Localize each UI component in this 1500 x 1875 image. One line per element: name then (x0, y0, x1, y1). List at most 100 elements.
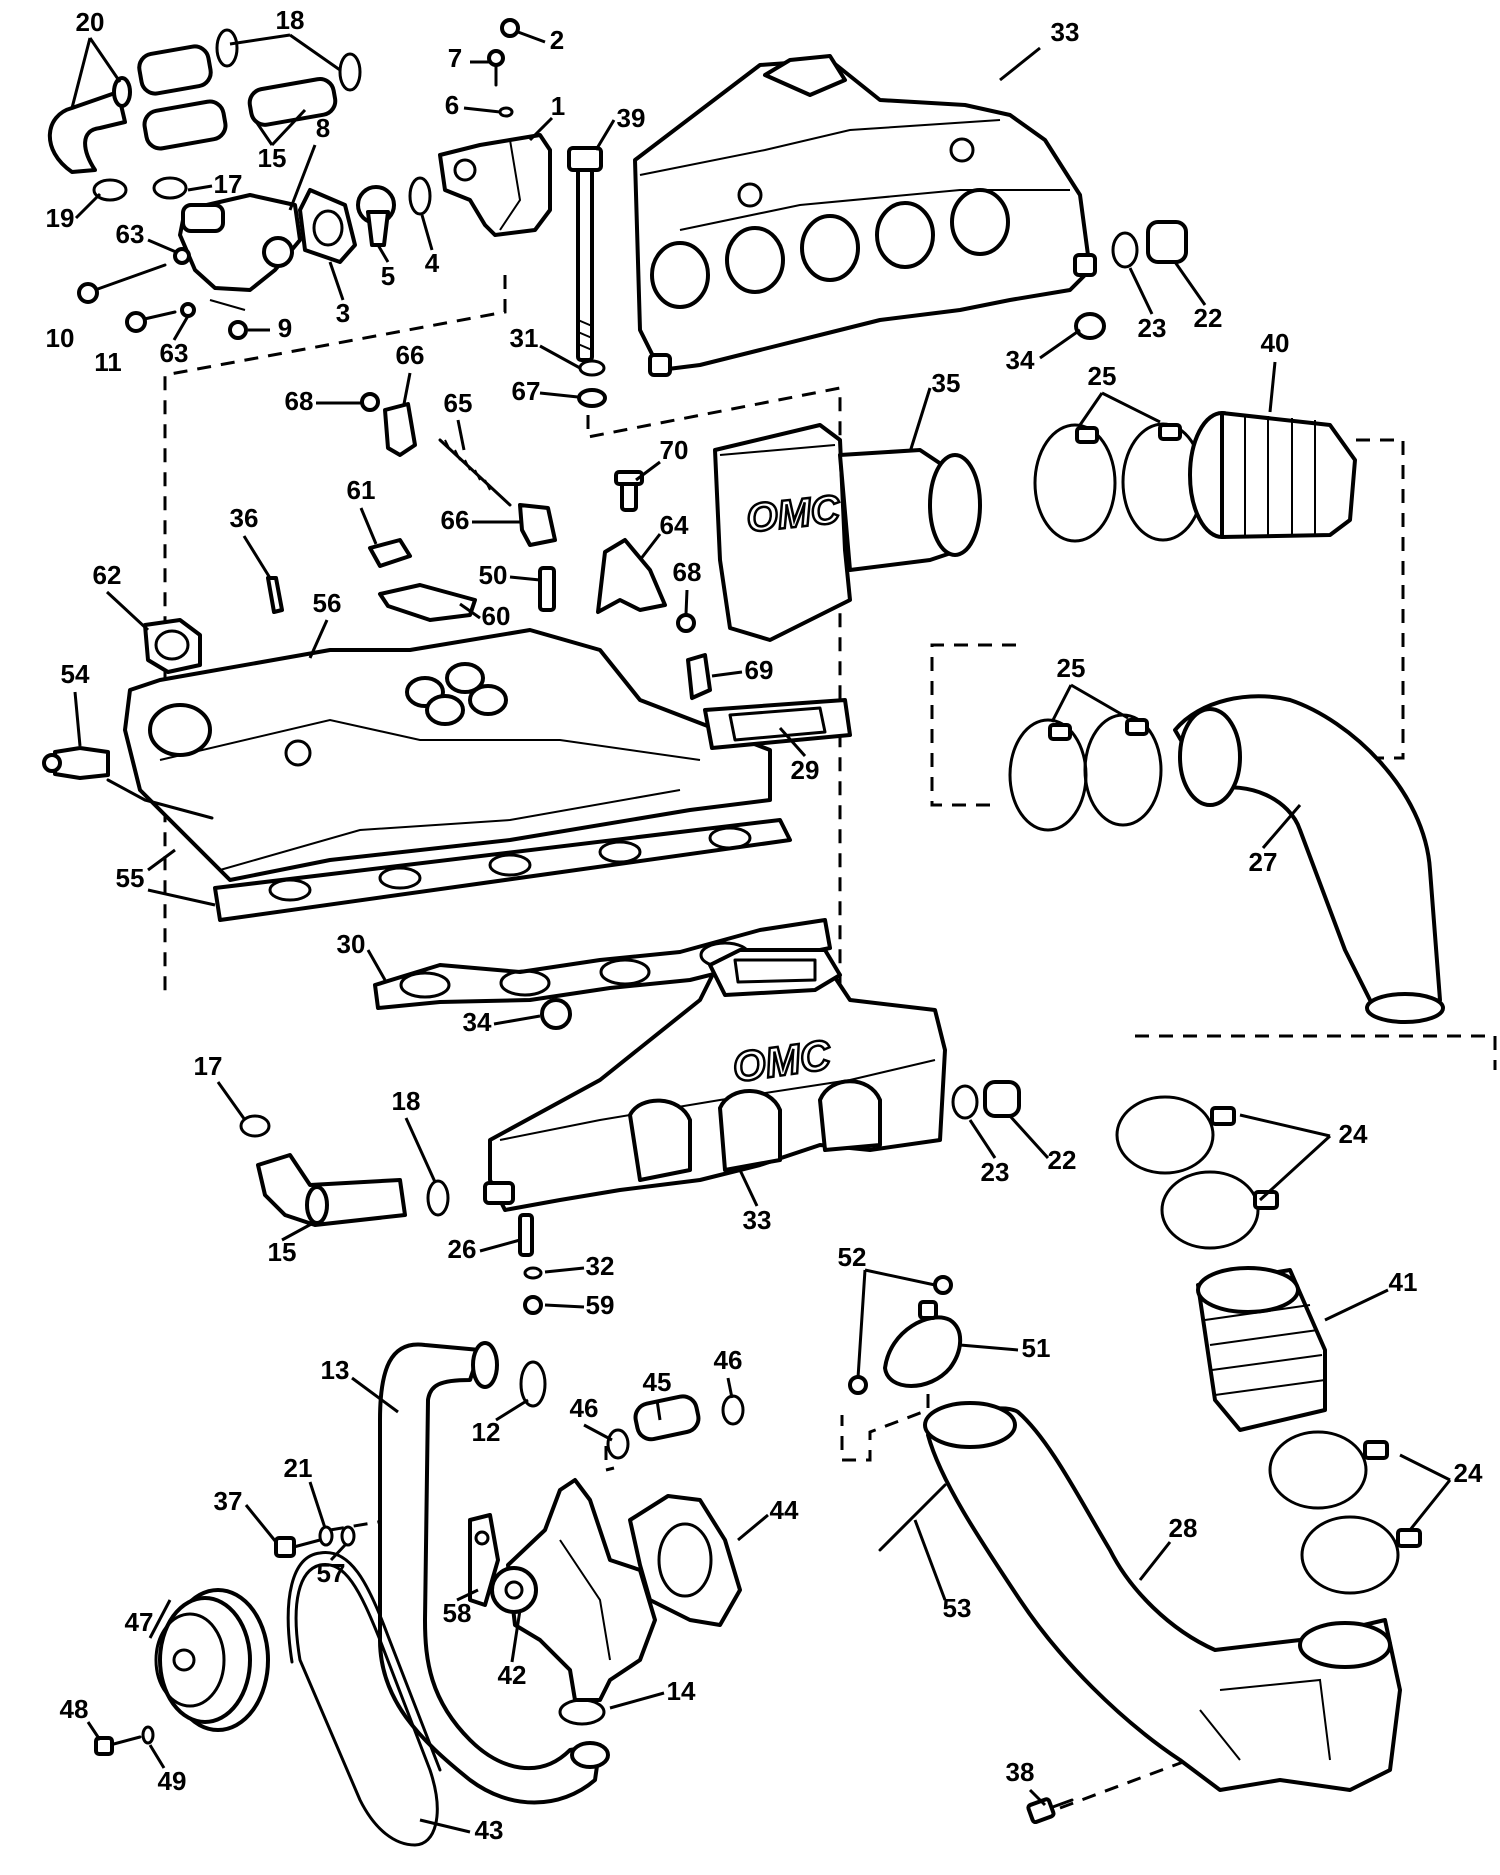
callout-23: 23 (981, 1157, 1010, 1187)
callout-10: 10 (46, 323, 75, 353)
bracket-66-upper (383, 402, 417, 457)
thermostat-housing-8 (178, 193, 302, 311)
bolt-48-washer-49 (94, 1725, 155, 1756)
hose-20 (47, 76, 132, 174)
clamp-17-lower (239, 1114, 271, 1138)
gasket-29 (703, 698, 852, 750)
bolt-37-washers-21-57 (274, 1525, 356, 1558)
callout-24: 24 (1454, 1458, 1483, 1488)
callout-24: 24 (1339, 1119, 1368, 1149)
callout-57: 57 (317, 1558, 346, 1588)
bracket-64 (596, 538, 667, 614)
callout-37: 37 (214, 1486, 243, 1516)
callout-58: 58 (443, 1598, 472, 1628)
callout-20: 20 (76, 7, 105, 37)
callout-36: 36 (230, 503, 259, 533)
clamps-17-19 (92, 176, 188, 202)
leader-lines (70, 30, 1452, 1834)
gasket-44 (628, 1494, 742, 1627)
sensor-54 (42, 746, 110, 780)
hose-45-clamps-46 (606, 1394, 745, 1460)
callout-18: 18 (392, 1086, 421, 1116)
clamps-24-lower (1268, 1430, 1422, 1595)
rod-65 (438, 438, 512, 507)
callout-7: 7 (448, 43, 462, 73)
callout-27: 27 (1249, 847, 1278, 877)
clamp-14 (558, 1698, 606, 1726)
callout-22: 22 (1194, 303, 1223, 333)
gasket-30 (373, 918, 832, 1010)
clamp-18-upper (215, 28, 362, 92)
exhaust-manifold-33-lower (483, 948, 947, 1212)
callout-60: 60 (482, 601, 511, 631)
callout-65: 65 (444, 388, 473, 418)
callout-9: 9 (278, 313, 292, 343)
callout-40: 40 (1261, 328, 1290, 358)
callout-31: 31 (510, 323, 539, 353)
gasket-3 (298, 188, 357, 264)
callout-18: 18 (276, 5, 305, 35)
callout-8: 8 (316, 113, 330, 143)
bolt-38 (1026, 1797, 1074, 1825)
clamp-23-sleeve-22-lower (951, 1080, 1021, 1120)
callout-26: 26 (448, 1234, 477, 1264)
stud-26-washer-32-nut-59 (518, 1213, 543, 1315)
callout-44: 44 (770, 1495, 799, 1525)
callout-70: 70 (660, 435, 689, 465)
exhaust-pipe-27 (1173, 694, 1445, 1024)
callout-28: 28 (1169, 1513, 1198, 1543)
bolt-10 (77, 263, 167, 304)
callout-46: 46 (714, 1345, 743, 1375)
intake-manifold-56 (123, 628, 772, 882)
callout-46: 46 (570, 1393, 599, 1423)
clamp-18-lower (426, 1179, 450, 1217)
callout-32: 32 (586, 1251, 615, 1281)
sender-36 (266, 576, 284, 614)
belt-43 (286, 1551, 442, 1847)
hose-18-upper (137, 44, 213, 96)
clamp-23-sleeve-22-upper (1111, 220, 1188, 269)
callout-55: 55 (116, 863, 145, 893)
callout-34: 34 (463, 1007, 492, 1037)
callout-59: 59 (586, 1290, 615, 1320)
callout-66: 66 (396, 340, 425, 370)
callout-4: 4 (425, 248, 440, 278)
callout-22: 22 (1048, 1145, 1077, 1175)
water-pump-42 (490, 1478, 657, 1702)
bellows-40 (1188, 411, 1357, 539)
gasket-60 (378, 583, 477, 622)
callout-69: 69 (745, 655, 774, 685)
callout-63: 63 (160, 338, 189, 368)
callout-17: 17 (194, 1051, 223, 1081)
callout-61: 61 (347, 475, 376, 505)
o-ring-4 (408, 176, 432, 216)
thermostat-cover-1 (438, 133, 552, 237)
callout-41: 41 (1389, 1267, 1418, 1297)
callout-68: 68 (285, 386, 314, 416)
callout-1: 1 (551, 91, 565, 121)
clamps-25-upper (1033, 422, 1205, 543)
callout-63: 63 (116, 219, 145, 249)
callout-43: 43 (475, 1815, 504, 1845)
callout-54: 54 (61, 659, 90, 689)
callout-45: 45 (643, 1367, 672, 1397)
callout-67: 67 (512, 376, 541, 406)
bracket-58 (468, 1513, 500, 1607)
bolt-11 (125, 302, 196, 333)
gasket-55 (213, 818, 792, 922)
callout-39: 39 (617, 103, 646, 133)
callout-2: 2 (550, 25, 564, 55)
callout-29: 29 (791, 755, 820, 785)
callout-19: 19 (46, 203, 75, 233)
stud-50 (538, 566, 556, 612)
flapper-51 (883, 1300, 963, 1388)
callout-21: 21 (284, 1453, 313, 1483)
callout-23: 23 (1138, 313, 1167, 343)
callout-25: 25 (1057, 653, 1086, 683)
callout-68: 68 (673, 557, 702, 587)
plug-34-upper (1074, 312, 1106, 340)
callout-50: 50 (479, 560, 508, 590)
callout-33: 33 (1051, 17, 1080, 47)
exhaust-manifold-33-upper (633, 54, 1097, 377)
